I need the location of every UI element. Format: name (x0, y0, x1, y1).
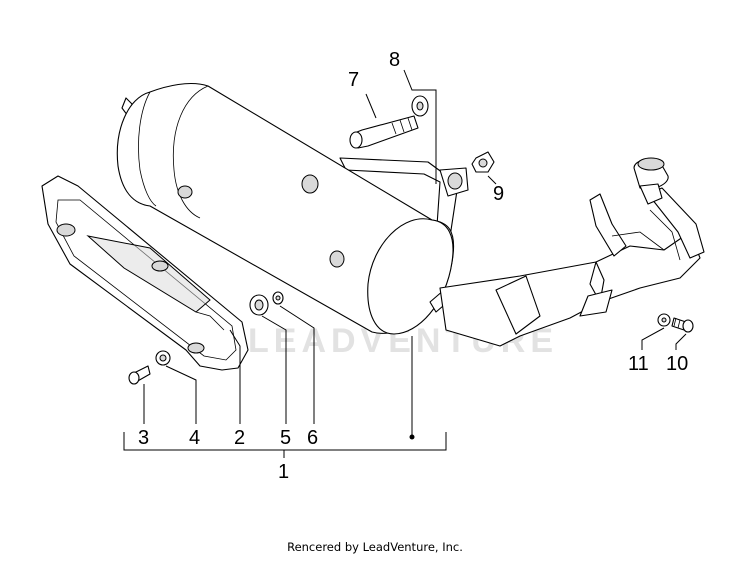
washer-8 (411, 95, 429, 117)
callout-5: 5 (280, 427, 291, 449)
callout-4: 4 (189, 427, 200, 449)
callout-1: 1 (278, 461, 289, 483)
screw-3 (128, 365, 151, 385)
callout-3: 3 (138, 427, 149, 449)
render-credit: Rencered by LeadVenture, Inc. (287, 540, 463, 554)
washer-4 (155, 350, 171, 366)
rubber-grommet-5 (249, 294, 269, 316)
exhaust-pipe (439, 157, 705, 347)
leader-lines (123, 69, 687, 458)
callout-8: 8 (389, 49, 400, 71)
muffler (116, 83, 454, 335)
bolt-10 (671, 317, 694, 333)
bolt-7 (349, 115, 419, 149)
callout-numbers: 1 2 3 4 5 6 7 8 9 10 11 (138, 49, 688, 483)
callout-10: 10 (666, 353, 688, 375)
callout-11: 11 (628, 353, 649, 375)
callout-9: 9 (493, 183, 504, 205)
callout-6: 6 (307, 427, 318, 449)
nut-9 (471, 151, 495, 173)
washer-6 (272, 291, 284, 305)
callout-7: 7 (348, 69, 359, 91)
washer-11 (657, 313, 671, 327)
callout-dot (409, 434, 415, 440)
callout-2: 2 (234, 427, 245, 449)
heat-shield (41, 175, 249, 371)
